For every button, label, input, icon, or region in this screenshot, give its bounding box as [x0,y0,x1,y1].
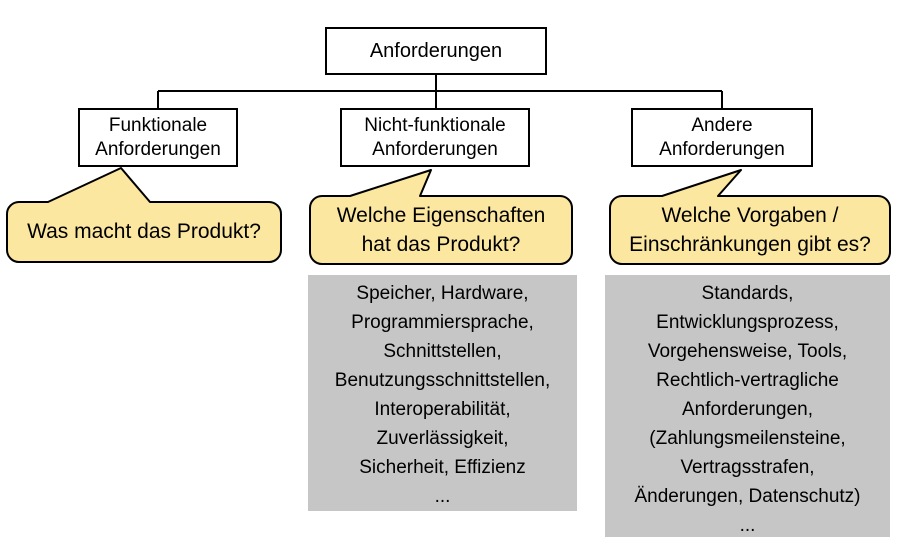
node-andere-anforderungen: Andere Anforderungen [631,108,813,167]
details-box-andere: Standards, Entwicklungsprozess, Vorgehen… [605,275,890,537]
node-anforderungen: Anforderungen [325,27,547,75]
node-nicht-funktionale-anforderungen: Nicht-funktionale Anforderungen [340,108,530,167]
node-andere-label: Andere Anforderungen [659,114,785,160]
bubble-text-andere: Welche Vorgaben / Einschränkungen gibt e… [629,203,871,256]
bubble-text-nicht-funktionale: Welche Eigenschaften hat das Produkt? [336,203,546,256]
tree-connector-lines [157,75,723,108]
callout-bubble-funktionale [6,167,282,263]
node-funktionale-label: Funktionale Anforderungen [95,114,221,160]
callout-bubble-andere [609,169,891,265]
node-anforderungen-label: Anforderungen [369,39,503,62]
callout-bubble-nicht-funktionale [309,169,573,265]
details-box-nicht-funktionale: Speicher, Hardware, Programmiersprache, … [308,275,577,511]
bubble-text-funktionale: Was macht das Produkt? [27,220,261,244]
node-funktionale-anforderungen: Funktionale Anforderungen [78,108,238,167]
node-nicht-funktionale-label: Nicht-funktionale Anforderungen [364,114,506,160]
